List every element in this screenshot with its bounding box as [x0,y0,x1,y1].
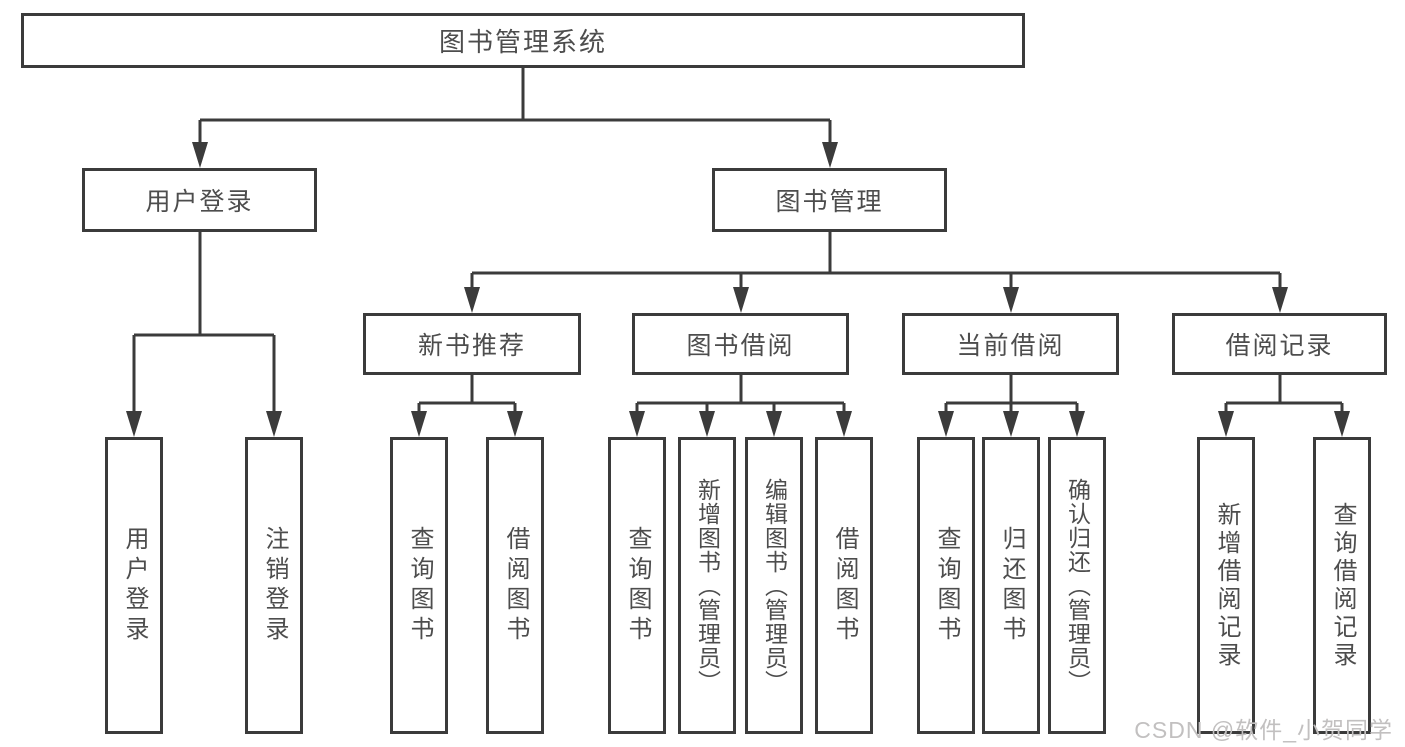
leaf-logout: 注销登录 [245,437,303,734]
node-book-management-branch: 图书管理 [712,168,947,232]
leaf-confirm-return-admin: 确认归还（管理员） [1048,437,1106,734]
node-label: 借阅记录 [1225,332,1334,360]
node-label: 用户登录 [121,525,148,646]
node-book-borrowing: 图书借阅 [632,313,849,375]
node-label: 借阅图书 [502,525,529,646]
leaf-query-borrow-record: 查询借阅记录 [1313,437,1371,734]
leaf-query-books-recommend: 查询图书 [390,437,448,734]
node-label: 确认归还（管理员） [1064,477,1091,694]
node-label: 查询图书 [624,525,651,646]
node-label: 归还图书 [998,525,1025,646]
node-label: 编辑图书（管理员） [761,477,788,694]
node-label: 查询借阅记录 [1329,501,1356,670]
node-current-borrowing: 当前借阅 [902,313,1119,375]
leaf-add-borrow-record: 新增借阅记录 [1197,437,1255,734]
node-label: 当前借阅 [956,332,1065,360]
leaf-edit-books-admin: 编辑图书（管理员） [745,437,803,734]
leaf-borrow-books: 借阅图书 [815,437,873,734]
node-borrowing-records: 借阅记录 [1172,313,1387,375]
node-label: 新增图书（管理员） [694,477,721,694]
node-label: 查询图书 [933,525,960,646]
node-label: 图书管理系统 [438,27,607,57]
node-user-login-branch: 用户登录 [82,168,317,232]
node-label: 图书借阅 [686,332,795,360]
node-label: 用户登录 [145,188,254,216]
node-library-management-system: 图书管理系统 [21,13,1025,68]
node-new-book-recommendation: 新书推荐 [363,313,581,375]
node-label: 查询图书 [406,525,433,646]
leaf-query-books-borrowing: 查询图书 [608,437,666,734]
node-label: 注销登录 [261,525,288,646]
node-label: 新增借阅记录 [1213,501,1240,670]
node-label: 图书管理 [775,188,884,216]
leaf-return-books: 归还图书 [982,437,1040,734]
leaf-add-books-admin: 新增图书（管理员） [678,437,736,734]
leaf-user-login: 用户登录 [105,437,163,734]
leaf-query-books-current: 查询图书 [917,437,975,734]
node-label: 新书推荐 [417,332,526,360]
leaf-borrow-books-recommend: 借阅图书 [486,437,544,734]
node-label: 借阅图书 [831,525,858,646]
csdn-watermark: CSDN @软件_小贺同学 [1134,717,1393,743]
